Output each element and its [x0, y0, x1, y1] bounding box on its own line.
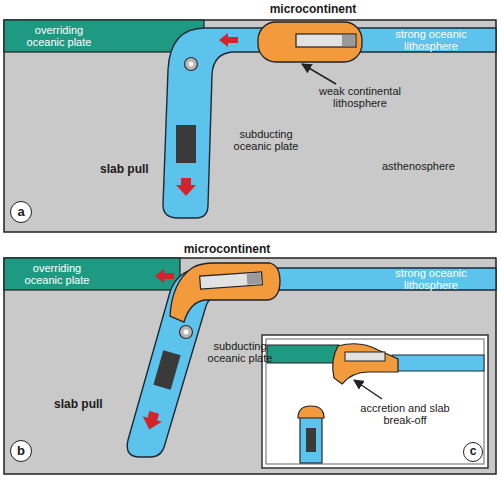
plate-name: overriding oceanic plate: [16, 262, 98, 286]
detached-slab: [300, 416, 322, 463]
detached-slab-cap: [298, 406, 324, 418]
slab-pull-arrow: [140, 410, 164, 433]
continental-block: [345, 352, 385, 361]
panel-letter: a: [10, 201, 32, 223]
plate-name: strong oceanic lithosphere: [390, 267, 472, 291]
callout-arrow: [302, 64, 336, 84]
inset-frame: [262, 335, 488, 468]
callout-arrow: [354, 380, 382, 399]
hinge-symbol: [180, 326, 193, 339]
inset-panel: c: [262, 335, 488, 468]
continental-block-group: [200, 272, 263, 289]
layer-label: asthenosphere: [382, 160, 455, 172]
panel: a overriding oceanic plate microcontinent s…: [4, 20, 496, 232]
hinge-center: [184, 330, 189, 335]
force-label: slab pull: [100, 163, 149, 175]
plate-region: overriding oceanic plate: [4, 20, 204, 52]
slab-block: [153, 350, 180, 390]
force-label: slab pull: [54, 398, 103, 410]
plate-name: overriding oceanic plate: [18, 24, 100, 48]
accreted-microcontinent: [333, 344, 398, 384]
plate-region: strong oceanic lithosphere: [280, 268, 496, 290]
slab-block: [306, 428, 316, 452]
continental-block-core: [342, 35, 355, 46]
block-heading: microcontinent: [170, 243, 284, 255]
microcontinent-shape: [170, 263, 280, 322]
plate-label: subducting oceanic plate: [226, 128, 306, 152]
panel-letter: b: [10, 440, 32, 462]
plate-label: subducting oceanic plate: [200, 340, 280, 364]
overriding-plate-shape: [4, 258, 180, 290]
overriding-plate-shape: [267, 345, 339, 363]
panel: b overriding oceanic plate microcontinent s…: [4, 258, 496, 474]
inset-inner-frame: [266, 339, 484, 464]
callout-text: weak continental lithosphere: [312, 85, 408, 109]
microcontinent-shape: [258, 22, 362, 62]
callout-text: accretion and slab break-off: [360, 402, 450, 426]
plate-motion-arrow: [155, 269, 174, 283]
slab-block: [176, 125, 196, 163]
oceanic-plate-shape: [392, 355, 484, 371]
hinge-symbol: [185, 58, 198, 71]
plate-region: strong oceanic lithosphere: [364, 28, 496, 52]
plate-name: strong oceanic lithosphere: [390, 28, 472, 52]
block-heading: microcontinent: [258, 3, 368, 15]
hinge-center: [189, 62, 194, 67]
microcontinent-region: microcontinent: [170, 262, 284, 302]
asthenosphere-field: [4, 258, 496, 474]
continental-block: [296, 34, 356, 47]
continental-block-core: [247, 273, 262, 285]
asthenosphere-field: [4, 20, 496, 232]
panel-letter: c: [463, 442, 483, 462]
slab-pull-arrow: [176, 178, 196, 196]
continental-block: [200, 272, 263, 289]
microcontinent-region: microcontinent: [258, 22, 368, 64]
plate-region: overriding oceanic plate: [4, 258, 180, 290]
plate-motion-arrow: [219, 33, 238, 47]
